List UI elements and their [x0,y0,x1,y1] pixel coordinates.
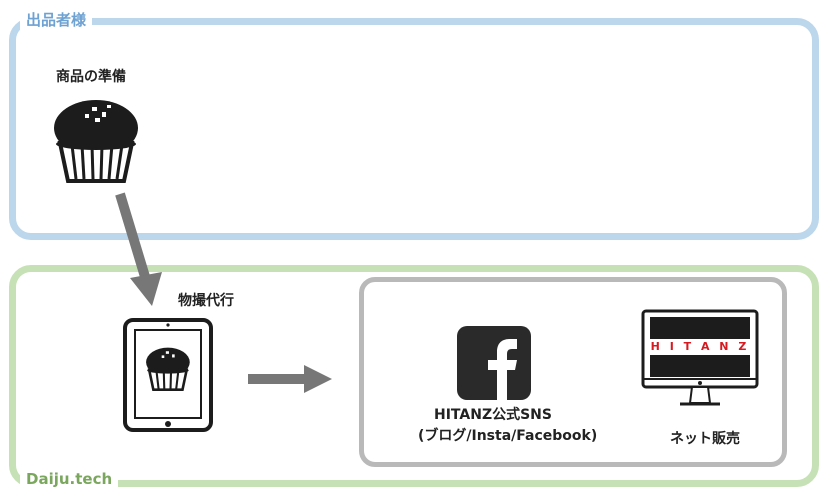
tablet-icon [123,318,213,432]
monitor-icon [641,309,759,406]
muffin-icon [54,100,138,183]
sns-label-line1: HITANZ公式SNS [434,407,552,423]
daiju-panel-title: Daiju.tech [20,470,119,488]
sns-label-line2: (ブログ/Insta/Facebook) [418,428,598,444]
net-sales-label: ネット販売 [670,431,740,447]
facebook-icon [457,326,531,400]
monitor-screen-text: H I T A N Z [650,340,750,353]
flow-arrow-right [248,365,332,393]
official-sns-label: HITANZ公式SNS (ブログ/Insta/Facebook) [418,405,598,447]
flow-arrow-down [115,192,162,306]
product-prep-label: 商品の準備 [56,69,126,85]
seller-panel [9,18,819,240]
seller-panel-title: 出品者様 [20,9,93,30]
daiju-panel [9,265,819,487]
output-panel [359,277,787,467]
photo-service-label: 物撮代行 [178,293,234,309]
